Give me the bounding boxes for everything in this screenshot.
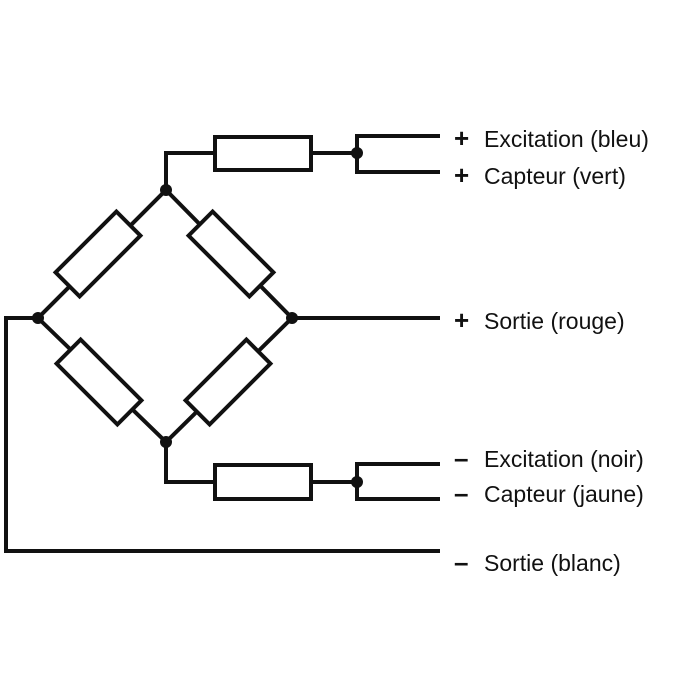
sign-excitation-plus: + xyxy=(454,123,469,153)
node-bottom xyxy=(160,436,172,448)
label-sortie-minus: Sortie (blanc) xyxy=(484,550,621,576)
resistor-top-right xyxy=(185,208,277,300)
label-sortie-plus: Sortie (rouge) xyxy=(484,308,625,334)
wire-excitation-minus xyxy=(355,462,440,484)
resistors xyxy=(52,135,313,501)
node-bottom-split xyxy=(351,476,363,488)
label-excitation-plus: Excitation (bleu) xyxy=(484,126,649,152)
resistor-bottom-right xyxy=(182,336,274,428)
wire-excitation-plus xyxy=(355,134,440,155)
node-left xyxy=(32,312,44,324)
node-top-split xyxy=(351,147,363,159)
node-right xyxy=(286,312,298,324)
node-top xyxy=(160,184,172,196)
resistor-bottom-compensation xyxy=(213,463,313,501)
junction-nodes xyxy=(32,147,363,488)
wire-sortie-minus xyxy=(4,316,440,553)
label-excitation-minus: Excitation (noir) xyxy=(484,446,644,472)
sign-sortie-plus: + xyxy=(454,305,469,335)
label-capteur-minus: Capteur (jaune) xyxy=(484,481,644,507)
wire-capteur-plus xyxy=(355,151,440,174)
sign-excitation-minus: – xyxy=(454,443,468,473)
label-capteur-plus: Capteur (vert) xyxy=(484,163,626,189)
resistor-top-compensation xyxy=(213,135,313,172)
wire-capteur-minus xyxy=(355,480,440,501)
sign-capteur-minus: – xyxy=(454,478,468,508)
sign-sortie-minus: – xyxy=(454,547,468,577)
resistor-top-left xyxy=(52,208,144,300)
terminal-labels: + Excitation (bleu) + Capteur (vert) + S… xyxy=(454,123,649,577)
resistor-bottom-left xyxy=(53,336,145,428)
sign-capteur-plus: + xyxy=(454,160,469,190)
